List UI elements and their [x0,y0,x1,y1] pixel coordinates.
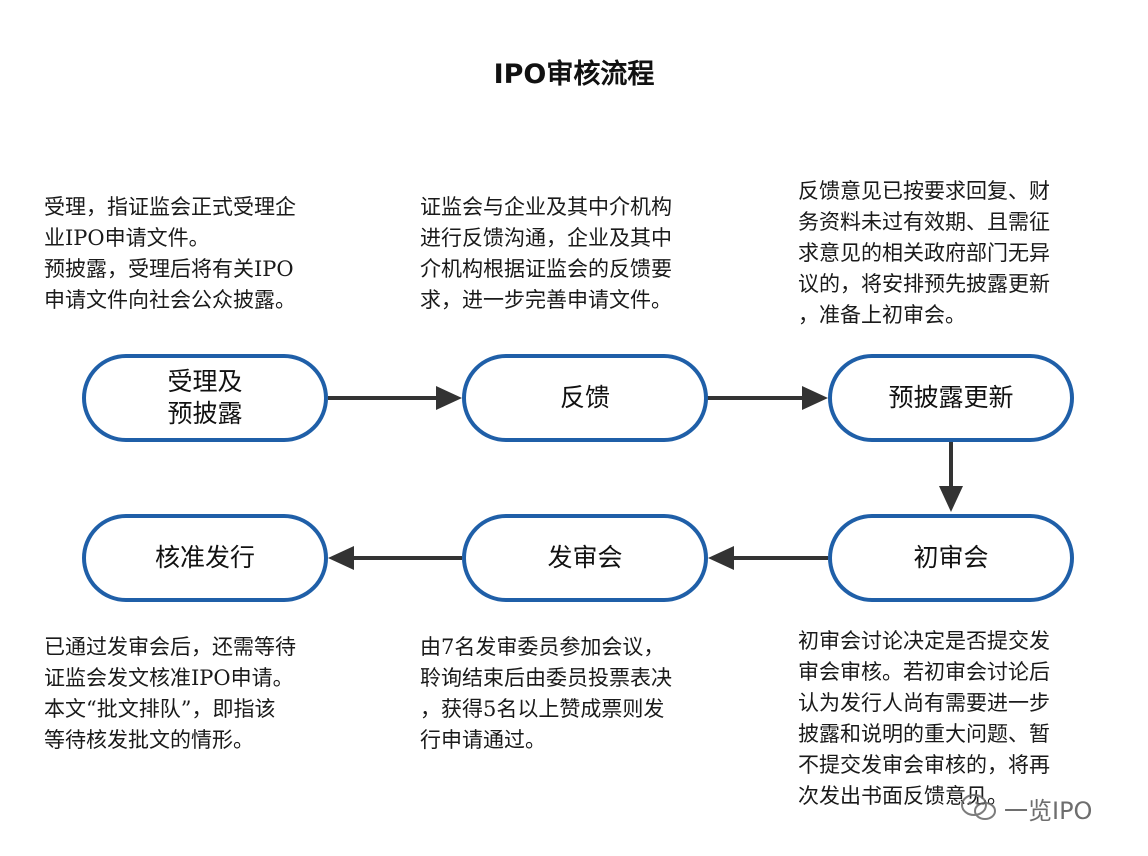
watermark: 一览IPO [960,788,1092,828]
desc-update: 反馈意见已按要求回复、财 务资料未过有效期、且需征 求意见的相关政府部门无异 议… [798,179,1050,327]
node-update: 预披露更新 [828,354,1074,442]
desc-approval: 已通过发审会后，还需等待 证监会发文核准IPO申请。 本文“批文排队”，即指该 … [44,635,296,752]
page-title: IPO审核流程 [493,59,655,90]
desc-accept: 受理，指证监会正式受理企 业IPO申请文件。 预披露，受理后将有关IPO 申请文… [44,195,296,312]
arrow-accept-to-feedback [328,386,462,410]
node-prelim: 初审会 [828,514,1074,602]
node-feedback: 反馈 [462,354,708,442]
wechat-icon [961,794,996,820]
node-committee: 发审会 [462,514,708,602]
arrow-feedback-to-update [706,386,828,410]
node-approval: 核准发行 [82,514,328,602]
desc-committee: 由7名发审委员参加会议， 聆询结束后由委员投票表决 ，获得5名以上赞成票则发 行… [420,635,672,752]
node-accept: 受理及 预披露 [82,354,328,442]
arrow-update-to-prelim [939,442,963,512]
arrow-committee-to-approval [328,546,462,570]
watermark-text: 一览IPO [1004,796,1093,825]
desc-feedback: 证监会与企业及其中介机构 进行反馈沟通，企业及其中 介机构根据证监会的反馈要 求… [420,195,672,312]
desc-prelim: 初审会讨论决定是否提交发 审会审核。若初审会讨论后 认为发行人尚有需要进一步 披… [798,629,1050,808]
arrow-prelim-to-committee [708,546,828,570]
